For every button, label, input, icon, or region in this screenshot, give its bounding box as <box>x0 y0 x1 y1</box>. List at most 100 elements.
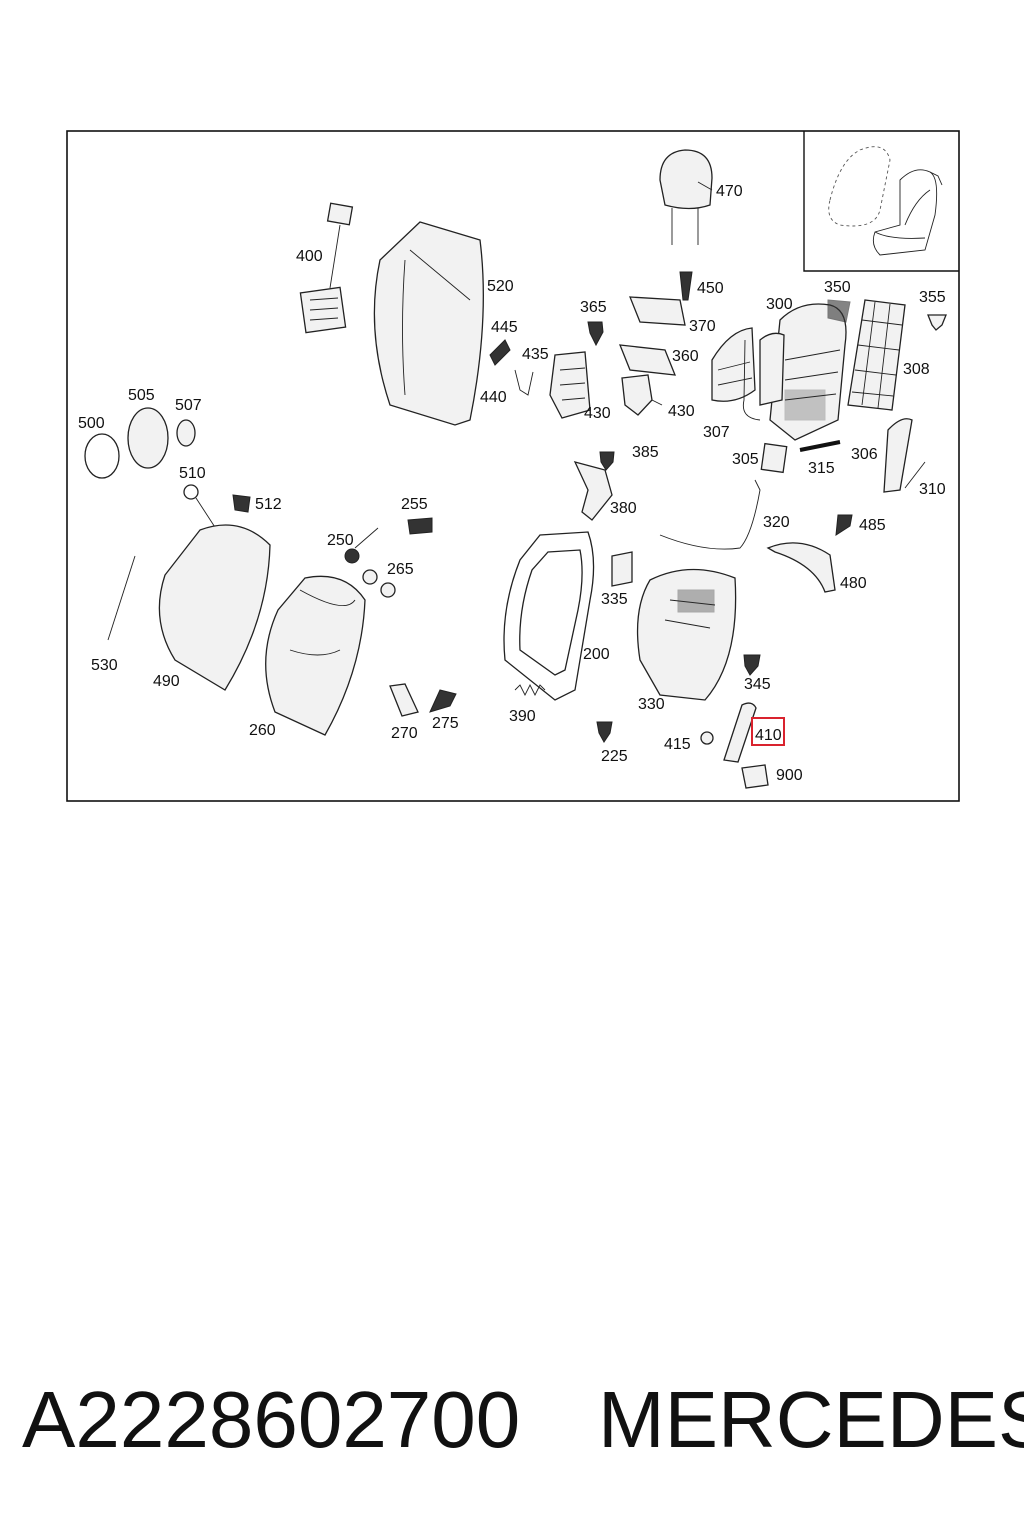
label-370: 370 <box>689 318 716 335</box>
part-385-screw <box>599 451 615 471</box>
part-350 <box>827 299 851 323</box>
label-390: 390 <box>509 708 536 725</box>
part-435-mechanism <box>549 351 591 419</box>
part-265 <box>380 582 396 598</box>
label-430-a: 430 <box>584 405 611 422</box>
label-265: 265 <box>387 561 414 578</box>
part-450 <box>679 271 693 301</box>
part-440 <box>514 369 534 396</box>
label-450: 450 <box>697 280 724 297</box>
label-507: 507 <box>175 397 202 414</box>
brand-name: MERCEDES <box>598 1375 1024 1464</box>
label-315: 315 <box>808 460 835 477</box>
label-445: 445 <box>491 319 518 336</box>
part-390-spring <box>514 683 546 697</box>
part-480-trim <box>766 542 836 593</box>
label-440: 440 <box>480 389 507 406</box>
part-365-screw <box>587 321 604 347</box>
part-335 <box>611 551 633 587</box>
label-275: 275 <box>432 715 459 732</box>
part-507-knob <box>176 419 196 447</box>
label-480: 480 <box>840 575 867 592</box>
parts-diagram: 470 400 520 450 365 370 300 350 355 445 … <box>66 130 960 802</box>
label-310: 310 <box>919 481 946 498</box>
part-200-backrest-frame <box>503 531 595 701</box>
label-500: 500 <box>78 415 105 432</box>
part-415-nut <box>700 731 714 745</box>
label-400: 400 <box>296 248 323 265</box>
label-345: 345 <box>744 676 771 693</box>
part-250 <box>344 548 360 564</box>
part-505-disc <box>127 407 169 469</box>
overview-inset <box>803 131 959 272</box>
part-490-cover <box>158 524 271 691</box>
part-310 <box>904 461 926 489</box>
label-355: 355 <box>919 289 946 306</box>
part-900 <box>741 764 769 789</box>
label-225: 225 <box>601 748 628 765</box>
label-520: 520 <box>487 278 514 295</box>
label-330: 330 <box>638 696 665 713</box>
part-305 <box>760 442 788 474</box>
label-320: 320 <box>763 514 790 531</box>
label-385: 385 <box>632 444 659 461</box>
part-470-headrest <box>659 149 713 245</box>
part-225-screw <box>596 721 613 743</box>
label-270: 270 <box>391 725 418 742</box>
part-355 <box>927 314 947 331</box>
part-400-lumbar <box>299 202 354 334</box>
label-350: 350 <box>824 279 851 296</box>
part-307-cable <box>742 339 761 421</box>
label-510: 510 <box>179 465 206 482</box>
label-200: 200 <box>583 646 610 663</box>
part-520-backrest-pad <box>373 221 484 426</box>
label-505: 505 <box>128 387 155 404</box>
part-307-mesh <box>759 332 785 406</box>
label-307: 307 <box>703 424 730 441</box>
part-320-cable <box>659 479 761 550</box>
label-360: 360 <box>672 348 699 365</box>
parts-diagram-svg: 470 400 520 450 365 370 300 350 355 445 … <box>66 130 960 802</box>
label-250: 250 <box>327 532 354 549</box>
label-306: 306 <box>851 446 878 463</box>
label-512: 512 <box>255 496 282 513</box>
label-380: 380 <box>610 500 637 517</box>
part-380-bracket <box>573 461 613 521</box>
label-430-b: 430 <box>668 403 695 420</box>
label-485: 485 <box>859 517 886 534</box>
label-255: 255 <box>401 496 428 513</box>
part-300-seat-frame <box>769 303 847 441</box>
label-900: 900 <box>776 767 803 784</box>
label-365: 365 <box>580 299 607 316</box>
label-260: 260 <box>249 722 276 739</box>
label-530: 530 <box>91 657 118 674</box>
part-250-wire <box>354 527 379 549</box>
part-430-bracket <box>621 374 663 416</box>
part-445 <box>489 339 511 366</box>
callout-labels: 470 400 520 450 365 370 300 350 355 445 … <box>78 183 946 784</box>
part-270 <box>389 683 419 717</box>
part-360 <box>618 344 677 376</box>
part-307 <box>711 327 756 402</box>
footer: A2228602700 MERCEDES <box>0 1370 1024 1480</box>
part-510 <box>183 484 199 500</box>
label-308: 308 <box>903 361 930 378</box>
part-255-screw <box>407 517 433 535</box>
part-260-cover <box>265 575 366 736</box>
part-500-ring <box>84 433 120 479</box>
highlight-box-410 <box>751 717 785 746</box>
label-435: 435 <box>522 346 549 363</box>
label-305: 305 <box>732 451 759 468</box>
part-308-mesh <box>847 299 906 411</box>
label-415: 415 <box>664 736 691 753</box>
part-512 <box>232 494 251 513</box>
part-345-screw <box>743 654 761 676</box>
part-485-screw <box>835 514 853 536</box>
part-315-rod <box>799 440 841 452</box>
part-530-rod <box>107 555 136 641</box>
part-306 <box>883 418 913 493</box>
diagram-frame <box>66 130 960 802</box>
part-250b <box>362 569 378 585</box>
part-410 <box>723 702 757 763</box>
part-330-backrest-shell <box>636 568 737 701</box>
